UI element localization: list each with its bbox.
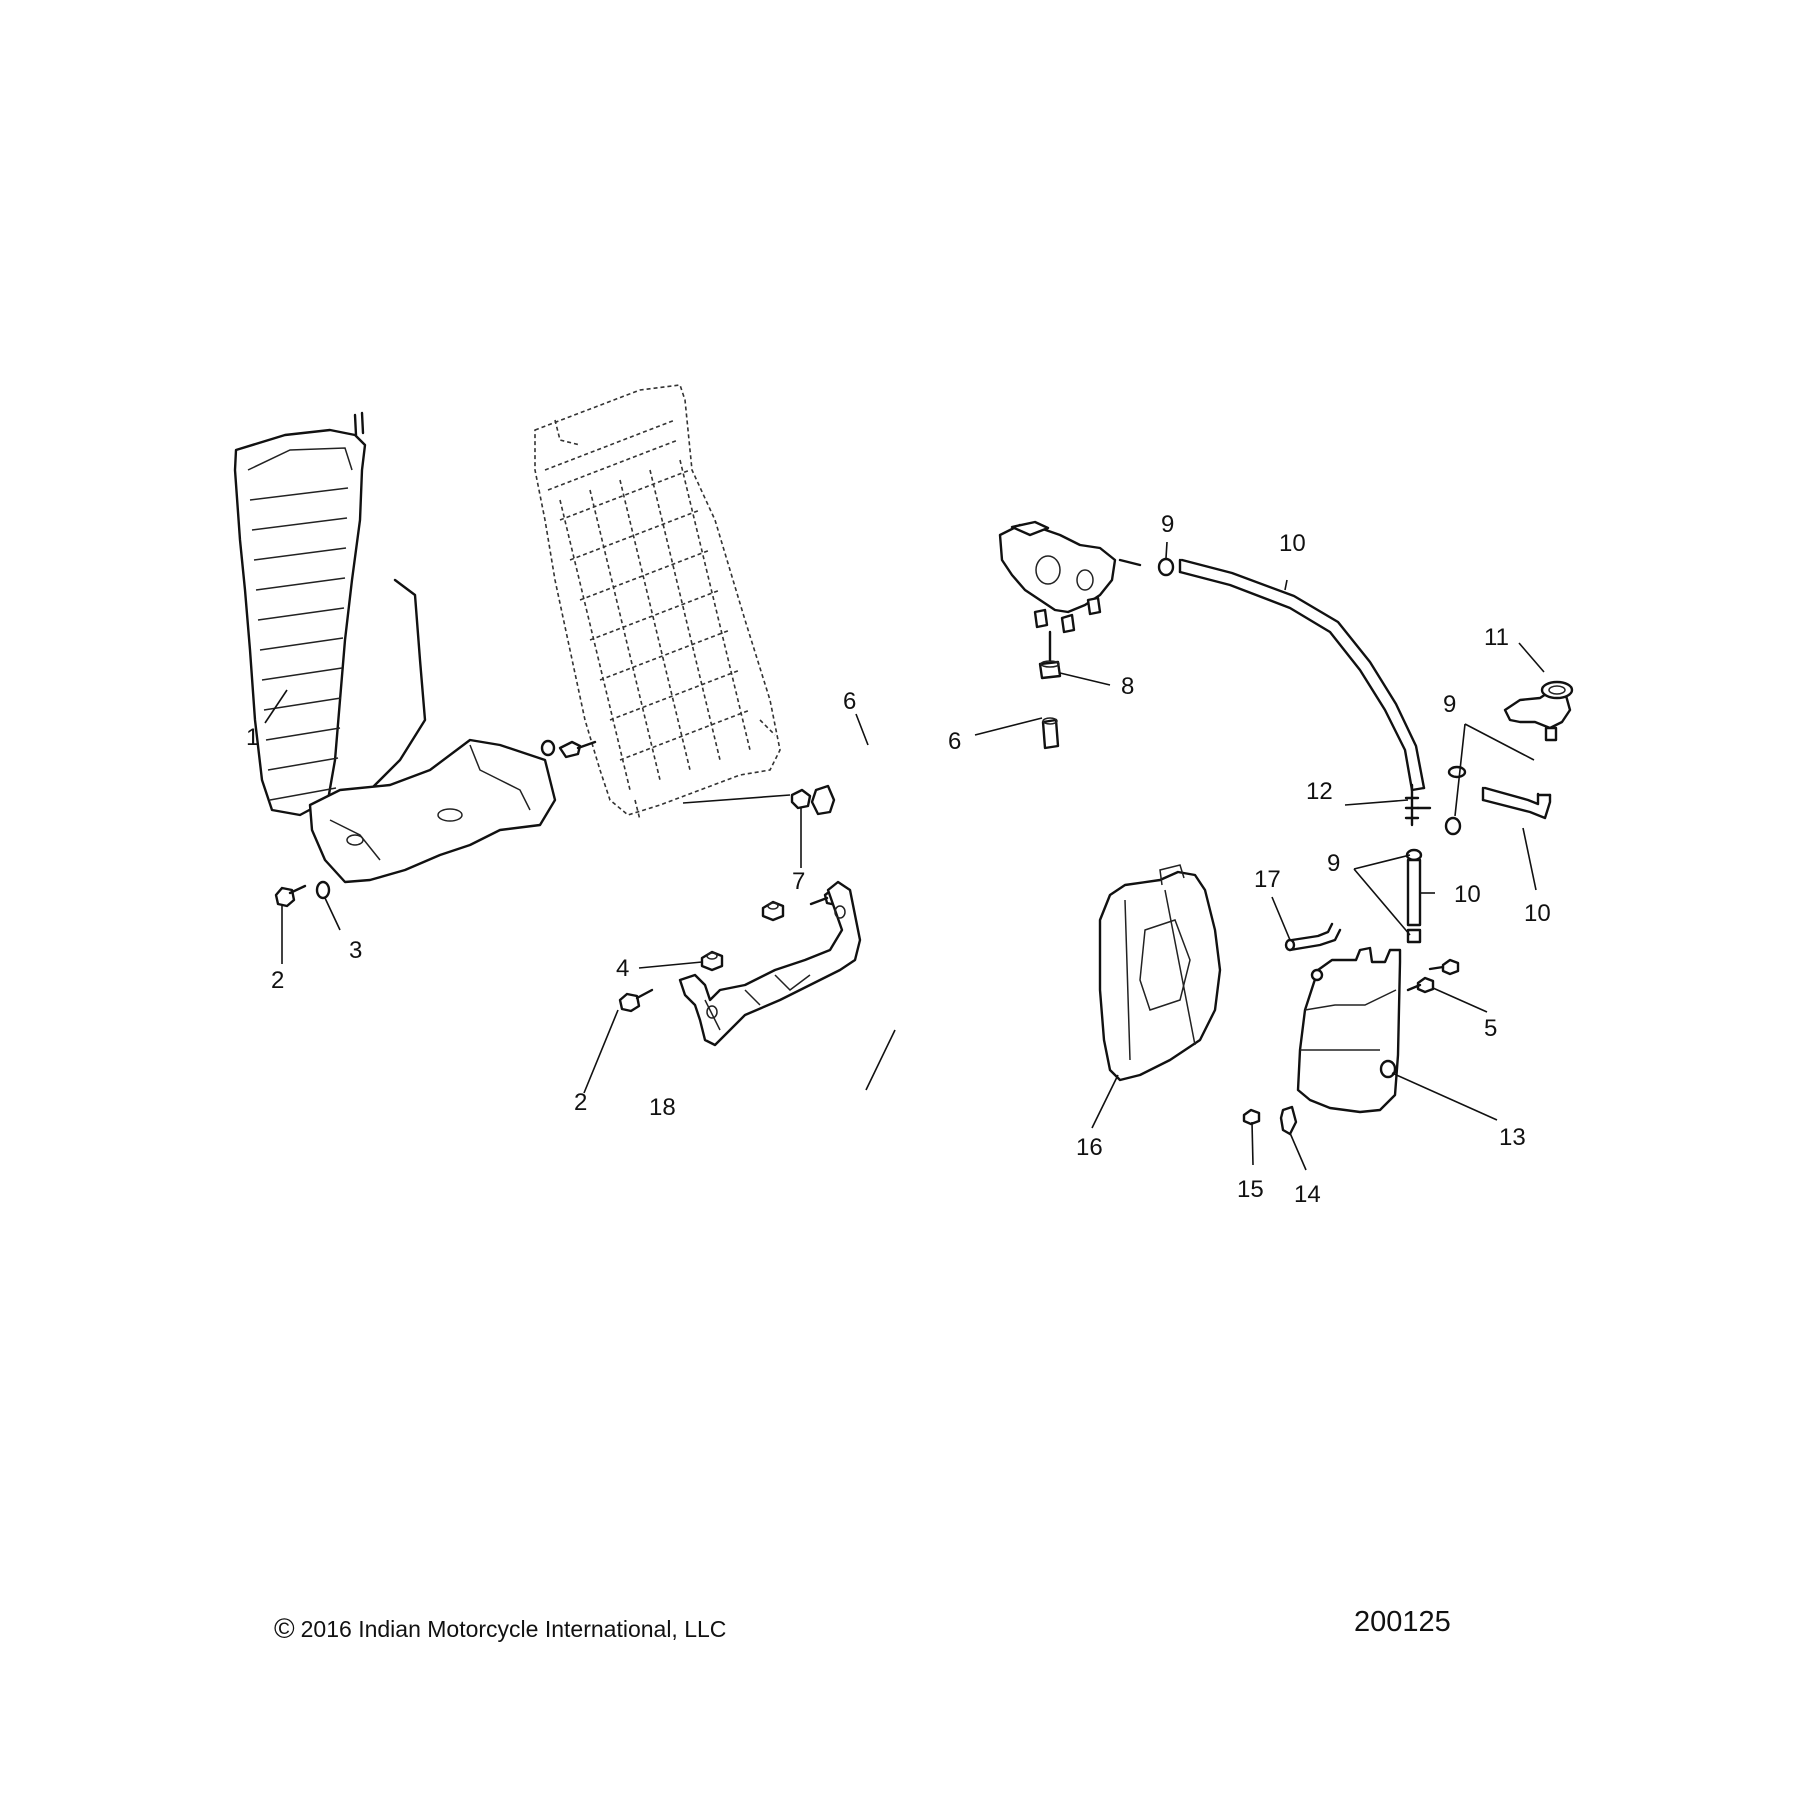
part-6-spacer-left: [810, 784, 836, 816]
part-9-clamp-top: [1157, 557, 1175, 577]
part-2-bolt-left: [274, 884, 307, 908]
callout-16: 16: [1076, 1134, 1103, 1161]
part-10-hose-long: [1178, 558, 1426, 792]
callout-5: 5: [1484, 1015, 1497, 1042]
callout-14: 14: [1294, 1181, 1321, 1208]
part-16-guard: [1098, 864, 1222, 1082]
callout-9-top: 9: [1161, 511, 1174, 538]
callout-17: 17: [1254, 866, 1281, 893]
radiator-mount-bolt: [540, 739, 597, 759]
part-9-clamp-right: [1447, 765, 1467, 779]
callout-11: 11: [1484, 624, 1509, 651]
callout-15: 15: [1237, 1176, 1264, 1203]
part-15-screw: [1242, 1108, 1261, 1126]
part-7-clip: [790, 788, 812, 810]
callout-10-elbow: 10: [1524, 900, 1551, 927]
part-11-reservoir: [1503, 680, 1574, 742]
callout-2-lower: 2: [574, 1089, 587, 1116]
part-5-screw-lower: [1406, 976, 1435, 994]
part-5-screw-upper: [1428, 958, 1460, 976]
callout-6-right: 6: [948, 728, 961, 755]
thermostat-housing: [998, 520, 1142, 634]
callout-3: 3: [349, 937, 362, 964]
copyright-text: 2016 Indian Motorcycle International, LL…: [300, 1616, 727, 1642]
radiator-reference: [534, 384, 781, 821]
part-14-clip: [1279, 1105, 1298, 1136]
part-9-clamp-lower-bottom: [1406, 928, 1422, 944]
callout-10-short: 10: [1454, 881, 1481, 908]
part-4-grommet: [700, 950, 724, 972]
callout-1: 1: [246, 724, 259, 751]
part-6-spacer-right: [1041, 717, 1060, 750]
part-3-washer: [315, 880, 331, 900]
part-2-bolt-lower: [618, 988, 654, 1013]
callout-18: 18: [649, 1094, 676, 1121]
callout-2-left: 2: [271, 967, 284, 994]
callout-8: 8: [1121, 673, 1134, 700]
callout-9-lower: 9: [1327, 850, 1340, 877]
callout-9-right: 9: [1443, 691, 1456, 718]
callout-4: 4: [616, 955, 629, 982]
copyright-symbol: ©: [274, 1613, 295, 1644]
grommet-upper: [761, 900, 785, 922]
callout-6-left: 6: [843, 688, 856, 715]
part-13-coolant-tank: [1296, 946, 1402, 1114]
part-10-hose-elbow: [1481, 786, 1552, 820]
part-10-hose-short: [1406, 858, 1422, 927]
part-18-bracket: [678, 880, 862, 1047]
callout-7: 7: [792, 868, 805, 895]
part-9-clamp-mid: [1444, 816, 1462, 836]
callout-13: 13: [1499, 1124, 1526, 1151]
part-17-hose: [1284, 922, 1342, 952]
callout-labels: 1 2 3 4 18 2 6 7 6 8 9 10 11 9 12 9 10 1…: [246, 511, 1551, 1208]
leader-lines: [264, 541, 1545, 1171]
part-12-fitting: [1404, 783, 1432, 827]
diagram-number: 200125: [1354, 1606, 1451, 1638]
part-8-clamp: [1038, 630, 1062, 680]
part-1-radiator-shroud: [233, 411, 557, 884]
callout-12: 12: [1306, 778, 1333, 805]
copyright-notice: ©2016 Indian Motorcycle International, L…: [274, 1612, 726, 1644]
callout-10-top: 10: [1279, 530, 1306, 557]
